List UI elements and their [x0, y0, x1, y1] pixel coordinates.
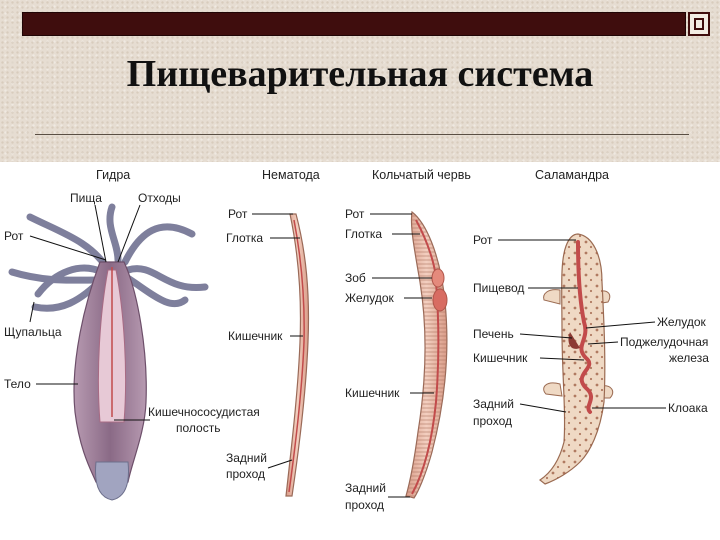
hydra-leader-tentacles: [29, 301, 35, 323]
salamander-label-stomach: Желудок: [657, 315, 706, 329]
hydra-leader-food: [94, 204, 107, 263]
figure-svg: Гидра Нематода Кольчатый червь Саламандр…: [4, 168, 709, 512]
nematode-label-mouth: Рот: [228, 207, 248, 221]
hydra-label-food: Пища: [70, 191, 102, 205]
salamander-leg: [543, 382, 563, 397]
hydra-foot: [95, 461, 129, 501]
salamander-label-intestine: Кишечник: [473, 351, 528, 365]
salamander-leader-anus: [519, 403, 567, 413]
salamander-leader-pancreas: [587, 341, 619, 345]
hydra-tentacle: [34, 264, 106, 298]
hydra-label-cavity-1: Кишечнососудистая: [148, 405, 260, 419]
nematode-illustration: [285, 213, 310, 497]
salamander-label-pancreas-1: Поджелудочная: [620, 335, 708, 349]
nematode-body: [285, 213, 310, 497]
salamander-label-mouth: Рот: [473, 233, 493, 247]
header-nematode: Нематода: [262, 168, 320, 182]
annelid-label-anus-1: Задний: [345, 481, 386, 495]
salamander-leader-intestine: [539, 357, 585, 361]
title-bar-decoration: [22, 12, 686, 36]
salamander-leader-liver: [519, 333, 573, 339]
hydra-tentacle: [106, 203, 122, 264]
annelid-crop: [431, 268, 445, 288]
title-divider: [35, 134, 689, 135]
annelid-label-stomach: Желудок: [345, 291, 394, 305]
corner-square-decoration: [688, 12, 710, 36]
salamander-label-anus-1: Задний: [473, 397, 514, 411]
annelid-stomach: [432, 288, 448, 312]
salamander-leader-stomach: [585, 321, 656, 329]
hydra-leader-mouth: [29, 235, 107, 261]
header-salamander: Саламандра: [535, 168, 609, 182]
hydra-tentacle: [122, 273, 189, 308]
salamander-label-esophagus: Пищевод: [473, 281, 524, 295]
salamander-label-anus-2: проход: [473, 414, 512, 428]
annelid-label-crop: Зоб: [345, 271, 366, 285]
hydra-tentacle: [8, 268, 104, 284]
salamander-leg: [543, 289, 561, 305]
hydra-label-tentacles: Щупальца: [4, 325, 62, 339]
annelid-label-anus-2: проход: [345, 498, 384, 512]
annelid-illustration: [405, 210, 448, 499]
annelid-gut: [411, 219, 440, 495]
hydra-label-body: Тело: [4, 377, 31, 391]
hydra-label-cavity-2: полость: [176, 421, 220, 435]
nematode-gut: [288, 219, 305, 493]
header-annelid: Кольчатый червь: [372, 168, 471, 182]
salamander-label-pancreas-2: железа: [669, 351, 709, 365]
corner-inner-square: [694, 18, 704, 30]
header-hydra: Гидра: [96, 168, 130, 182]
salamander-liver: [568, 332, 580, 349]
nematode-leader-anus: [267, 459, 293, 469]
annelid-label-pharynx: Глотка: [345, 227, 382, 241]
nematode-label-anus-2: проход: [226, 467, 265, 481]
salamander-label-cloaca: Клоака: [668, 401, 708, 415]
annelid-label-intestine: Кишечник: [345, 386, 400, 400]
hydra-tentacle: [121, 223, 196, 266]
hydra-leader-waste: [117, 204, 141, 263]
annelid-label-mouth: Рот: [345, 207, 365, 221]
hydra-label-waste: Отходы: [138, 191, 181, 205]
salamander-gut: [576, 240, 593, 414]
salamander-illustration: [538, 233, 614, 485]
hydra-illustration: [8, 203, 209, 501]
nematode-label-pharynx: Глотка: [226, 231, 263, 245]
nematode-label-intestine: Кишечник: [228, 329, 283, 343]
hydra-label-mouth: Рот: [4, 229, 24, 243]
salamander-label-liver: Печень: [473, 327, 514, 341]
hydra-tentacle: [124, 265, 209, 292]
hydra-tentacle: [26, 213, 112, 274]
nematode-label-anus-1: Задний: [226, 451, 267, 465]
digestive-system-figure: Гидра Нематода Кольчатый червь Саламандр…: [0, 162, 720, 540]
slide-title: Пищеварительная система: [126, 53, 594, 95]
